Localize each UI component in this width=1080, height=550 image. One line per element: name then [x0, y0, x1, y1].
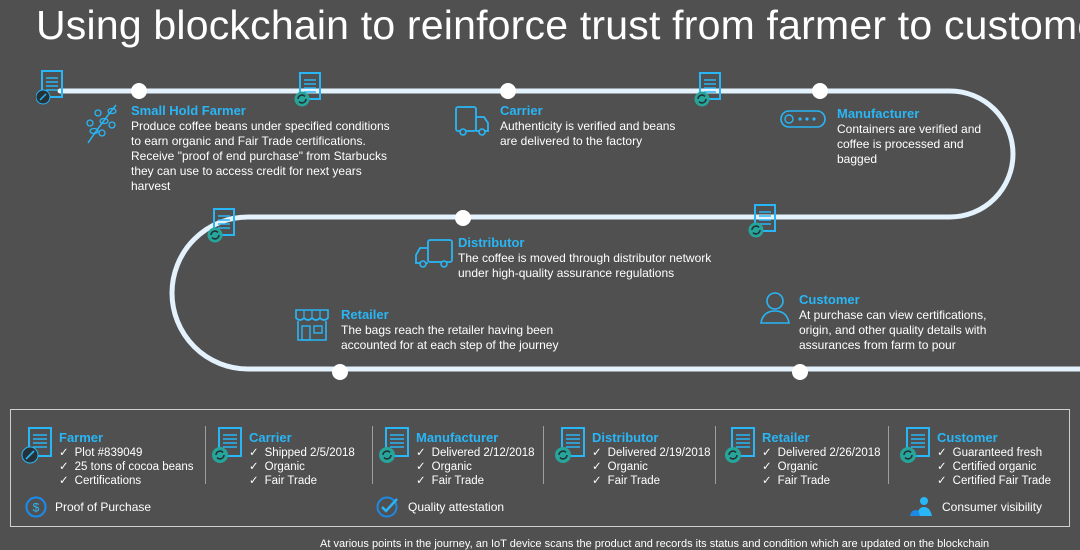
legend-quality-attestation: Quality attestation [376, 496, 504, 518]
milestone-dot [812, 83, 828, 99]
stage-name: Customer [799, 292, 860, 307]
legend-label: Consumer visibility [942, 500, 1043, 514]
stage-distributor: Distributor The coffee is moved through … [458, 235, 728, 281]
stage-name: Manufacturer [837, 106, 920, 121]
record-title: Farmer [59, 430, 104, 445]
record-item: Certifications [59, 474, 194, 488]
pen-badge-icon [21, 427, 52, 464]
record-title: Retailer [762, 430, 810, 445]
stage-description: The bags reach the retailer having been … [341, 323, 559, 352]
milestone-dot [500, 83, 516, 99]
stage-carrier: Carrier Authenticity is verified and bea… [500, 103, 685, 149]
legend-label: Quality attestation [408, 500, 505, 514]
record-divider [715, 426, 716, 484]
sync-badge-icon [379, 427, 409, 463]
record-item: Certified Fair Trade [937, 474, 1051, 488]
record-items: Guaranteed fresh Certified organic Certi… [937, 446, 1051, 488]
record-title: Carrier [249, 430, 292, 445]
blockchain-records-panel: Farmer Plot #839049 25 tons of cocoa bea… [10, 409, 1070, 527]
stage-description: Containers are verified and coffee is pr… [837, 122, 982, 166]
record-item: Organic [416, 460, 535, 474]
milestone-dot [792, 364, 808, 380]
record-item: Organic [762, 460, 881, 474]
person-icon [760, 292, 790, 324]
stage-description: Produce coffee beans under specified con… [131, 119, 390, 193]
stage-manufacturer: Manufacturer Containers are verified and… [837, 106, 997, 167]
milestone-dot [332, 364, 348, 380]
record-item: Fair Trade [762, 474, 881, 488]
stage-name: Small Hold Farmer [131, 103, 246, 118]
record-items: Delivered 2/26/2018 Organic Fair Trade [762, 446, 881, 488]
record-title: Customer [937, 430, 998, 445]
record-item: Certified organic [937, 460, 1051, 474]
record-item: Organic [592, 460, 711, 474]
conveyor-icon [780, 110, 826, 128]
stage-description: The coffee is moved through distributor … [458, 251, 712, 280]
record-items: Shipped 2/5/2018 Organic Fair Trade [249, 446, 355, 488]
milestone-dot [455, 210, 471, 226]
ledger-document-icon [36, 70, 63, 105]
svg-text:$: $ [33, 501, 40, 515]
milestone-dot [131, 83, 147, 99]
sync-badge-icon [725, 427, 755, 463]
stage-name: Distributor [458, 235, 525, 250]
record-item: Organic [249, 460, 355, 474]
coffee-plant-icon [86, 104, 117, 144]
sync-badge-icon [900, 427, 930, 463]
stage-customer: Customer At purchase can view certificat… [799, 292, 1004, 353]
legend-proof-of-purchase: $ Proof of Purchase [25, 496, 151, 518]
stage-name: Carrier [500, 103, 543, 118]
delivery-truck-icon [415, 239, 453, 268]
record-title: Manufacturer [416, 430, 499, 445]
footnote: At various points in the journey, an IoT… [320, 538, 990, 550]
record-item: Guaranteed fresh [937, 446, 1051, 460]
ledger-document-icon [294, 72, 321, 107]
record-item: Delivered 2/12/2018 [416, 446, 535, 460]
record-item: Fair Trade [249, 474, 355, 488]
sync-badge-icon [555, 427, 585, 463]
legend-label: Proof of Purchase [55, 500, 152, 514]
ledger-document-icon [748, 204, 776, 238]
record-items: Delivered 2/12/2018 Organic Fair Trade [416, 446, 535, 488]
record-item: Plot #839049 [59, 446, 194, 460]
record-item: Fair Trade [592, 474, 711, 488]
record-divider [543, 426, 544, 484]
record-divider [888, 426, 889, 484]
stage-description: Authenticity is verified and beans are d… [500, 119, 676, 148]
sync-badge-icon [212, 427, 242, 463]
record-item: Fair Trade [416, 474, 535, 488]
record-item: Shipped 2/5/2018 [249, 446, 355, 460]
stage-retailer: Retailer The bags reach the retailer hav… [341, 307, 571, 353]
store-icon [295, 309, 329, 341]
legend-consumer-visibility: Consumer visibility [908, 496, 1042, 518]
ledger-document-icon [694, 72, 721, 107]
record-items: Delivered 2/19/2018 Organic Fair Trade [592, 446, 711, 488]
record-item: Delivered 2/19/2018 [592, 446, 711, 460]
record-divider [205, 426, 206, 484]
people-icon [910, 497, 932, 516]
record-items: Plot #839049 25 tons of cocoa beans Cert… [59, 446, 194, 488]
page-title: Using blockchain to reinforce trust from… [36, 2, 1080, 48]
stage-small-hold-farmer: Small Hold Farmer Produce coffee beans u… [131, 103, 396, 194]
record-item: Delivered 2/26/2018 [762, 446, 881, 460]
ledger-document-icon [207, 208, 235, 243]
record-divider [372, 426, 373, 484]
dollar-icon: $ [25, 496, 47, 518]
record-title: Distributor [592, 430, 659, 445]
check-circle-icon [376, 496, 398, 518]
stage-description: At purchase can view certifications, ori… [799, 308, 987, 352]
stage-name: Retailer [341, 307, 389, 322]
truck-icon [455, 106, 489, 136]
record-item: 25 tons of cocoa beans [59, 460, 194, 474]
